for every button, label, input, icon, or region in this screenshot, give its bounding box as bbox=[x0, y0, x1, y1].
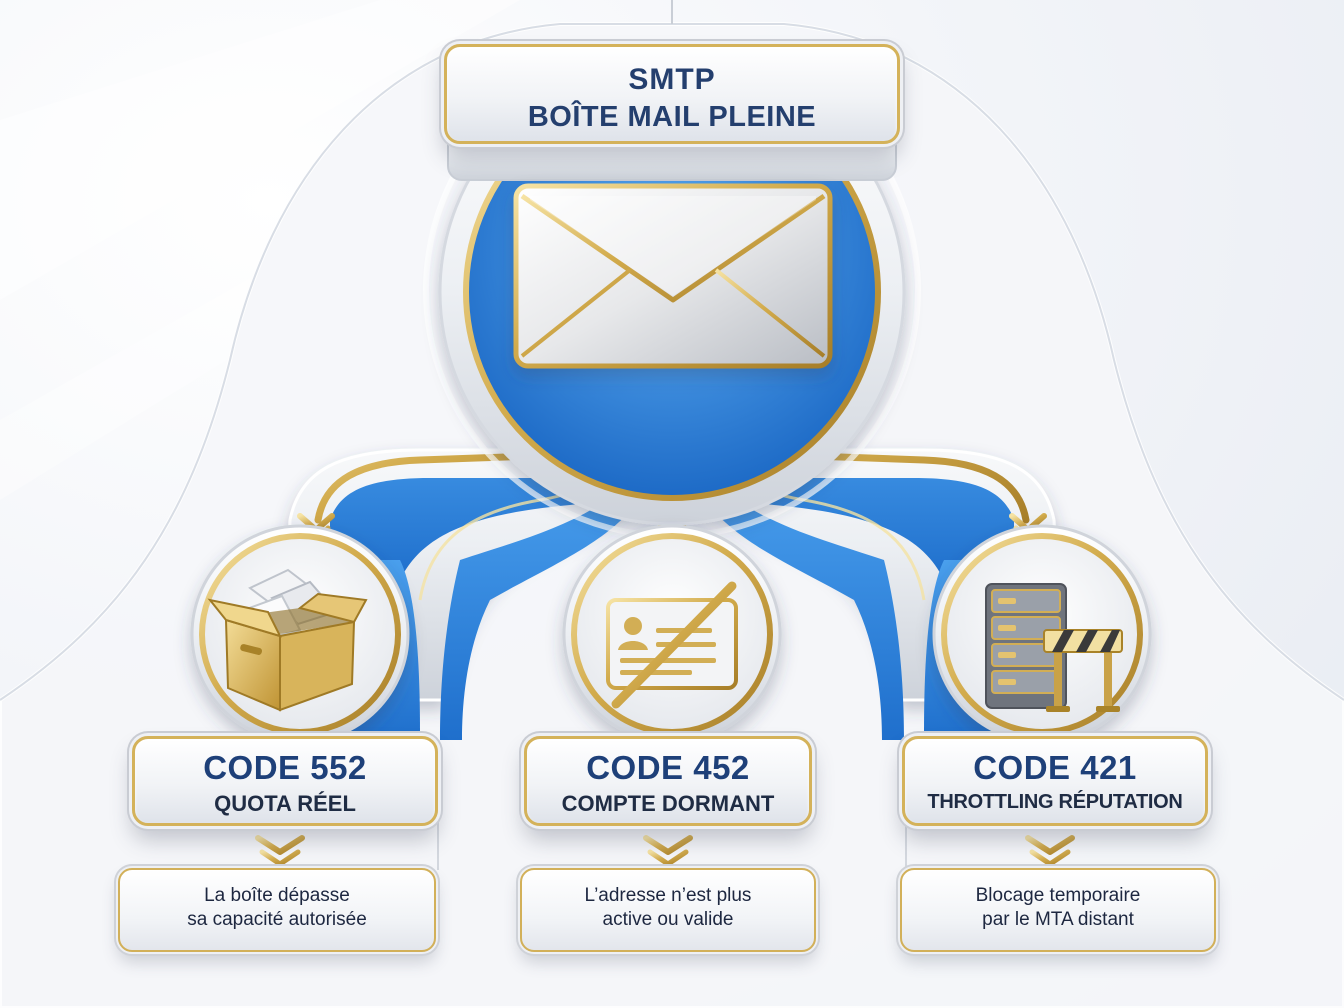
code-number: CODE 552 bbox=[203, 749, 367, 786]
code-name: QUOTA RÉEL bbox=[214, 791, 356, 816]
description-box-452: L’adresse n’est plus active ou valide bbox=[520, 868, 816, 952]
chevron-down-icon bbox=[643, 835, 693, 867]
code-name: THROTTLING RÉPUTATION bbox=[927, 791, 1183, 813]
icon-disc-552 bbox=[190, 524, 410, 744]
description-line: par le MTA distant bbox=[982, 909, 1134, 930]
description-line: La boîte dépasse bbox=[204, 885, 350, 906]
description-box-552: La boîte dépasse sa capacité autorisée bbox=[118, 868, 436, 952]
code-name: COMPTE DORMANT bbox=[561, 791, 775, 816]
icon-disc-452 bbox=[562, 524, 782, 744]
title-plate: SMTP BOÎTE MAIL PLEINE bbox=[444, 44, 900, 144]
description-line: active ou valide bbox=[602, 909, 734, 930]
description-line: sa capacité autorisée bbox=[187, 909, 367, 930]
code-plate-552: CODE 552 QUOTA RÉEL bbox=[132, 736, 438, 826]
open-box-with-envelopes-icon bbox=[207, 568, 368, 712]
crossed-out-id-card-icon bbox=[606, 581, 738, 709]
code-plate-452: CODE 452 COMPTE DORMANT bbox=[524, 736, 812, 826]
code-number: CODE 452 bbox=[586, 749, 750, 786]
code-number: CODE 421 bbox=[973, 749, 1137, 786]
chevron-down-icon bbox=[255, 835, 305, 867]
description-line: Blocage temporaire bbox=[975, 885, 1141, 906]
chevron-down-icon bbox=[1025, 835, 1075, 867]
code-plate-421: CODE 421 THROTTLING RÉPUTATION bbox=[902, 736, 1208, 826]
description-line: L’adresse n’est plus bbox=[584, 885, 752, 906]
envelope-icon bbox=[513, 183, 833, 369]
title-protocol: SMTP bbox=[628, 63, 716, 96]
server-with-barrier-icon bbox=[985, 583, 1123, 712]
icon-disc-421 bbox=[932, 524, 1152, 744]
title-subject: BOÎTE MAIL PLEINE bbox=[527, 101, 817, 133]
description-box-421: Blocage temporaire par le MTA distant bbox=[900, 868, 1216, 952]
